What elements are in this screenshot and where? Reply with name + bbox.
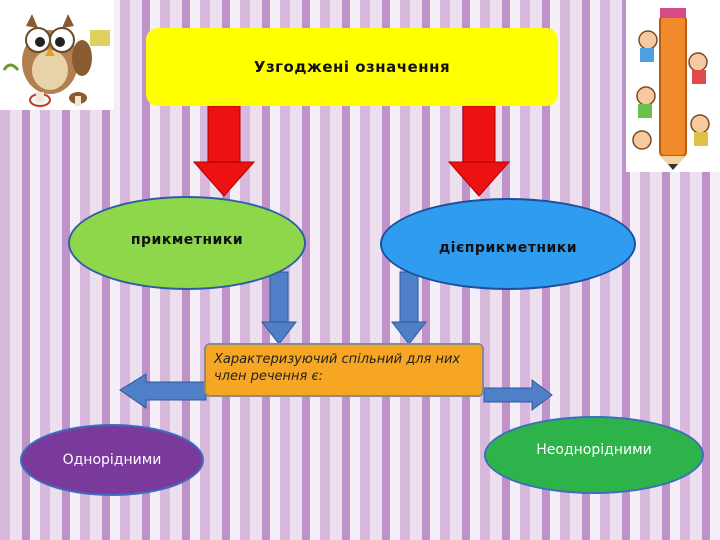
homogeneous-label: Однорідними	[62, 452, 162, 468]
title-box: Узгоджені означення	[146, 28, 558, 106]
red-arrow-right	[447, 105, 511, 197]
blue-arrow-down-left	[260, 271, 298, 345]
participles-node: дієприкметники	[380, 198, 636, 290]
adjectives-label: прикметники	[130, 232, 244, 248]
title-text: Узгоджені означення	[253, 58, 451, 76]
owl-illustration	[0, 0, 114, 110]
heterogeneous-label: Неоднорідними	[536, 442, 652, 458]
heterogeneous-node: Неоднорідними	[484, 416, 704, 494]
red-arrow-left	[192, 105, 256, 197]
participles-label: дієприкметники	[438, 240, 578, 256]
blue-arrow-left	[119, 373, 207, 409]
common-member-text: Характеризуючий спільний для них член ре…	[214, 352, 461, 384]
pencil-children-illustration	[626, 0, 720, 172]
homogeneous-node: Однорідними	[20, 424, 204, 496]
blue-arrow-right	[483, 379, 553, 411]
blue-arrow-down-right	[390, 271, 428, 345]
common-member-box: Характеризуючий спільний для них член ре…	[204, 343, 484, 397]
adjectives-node: прикметники	[68, 196, 306, 290]
